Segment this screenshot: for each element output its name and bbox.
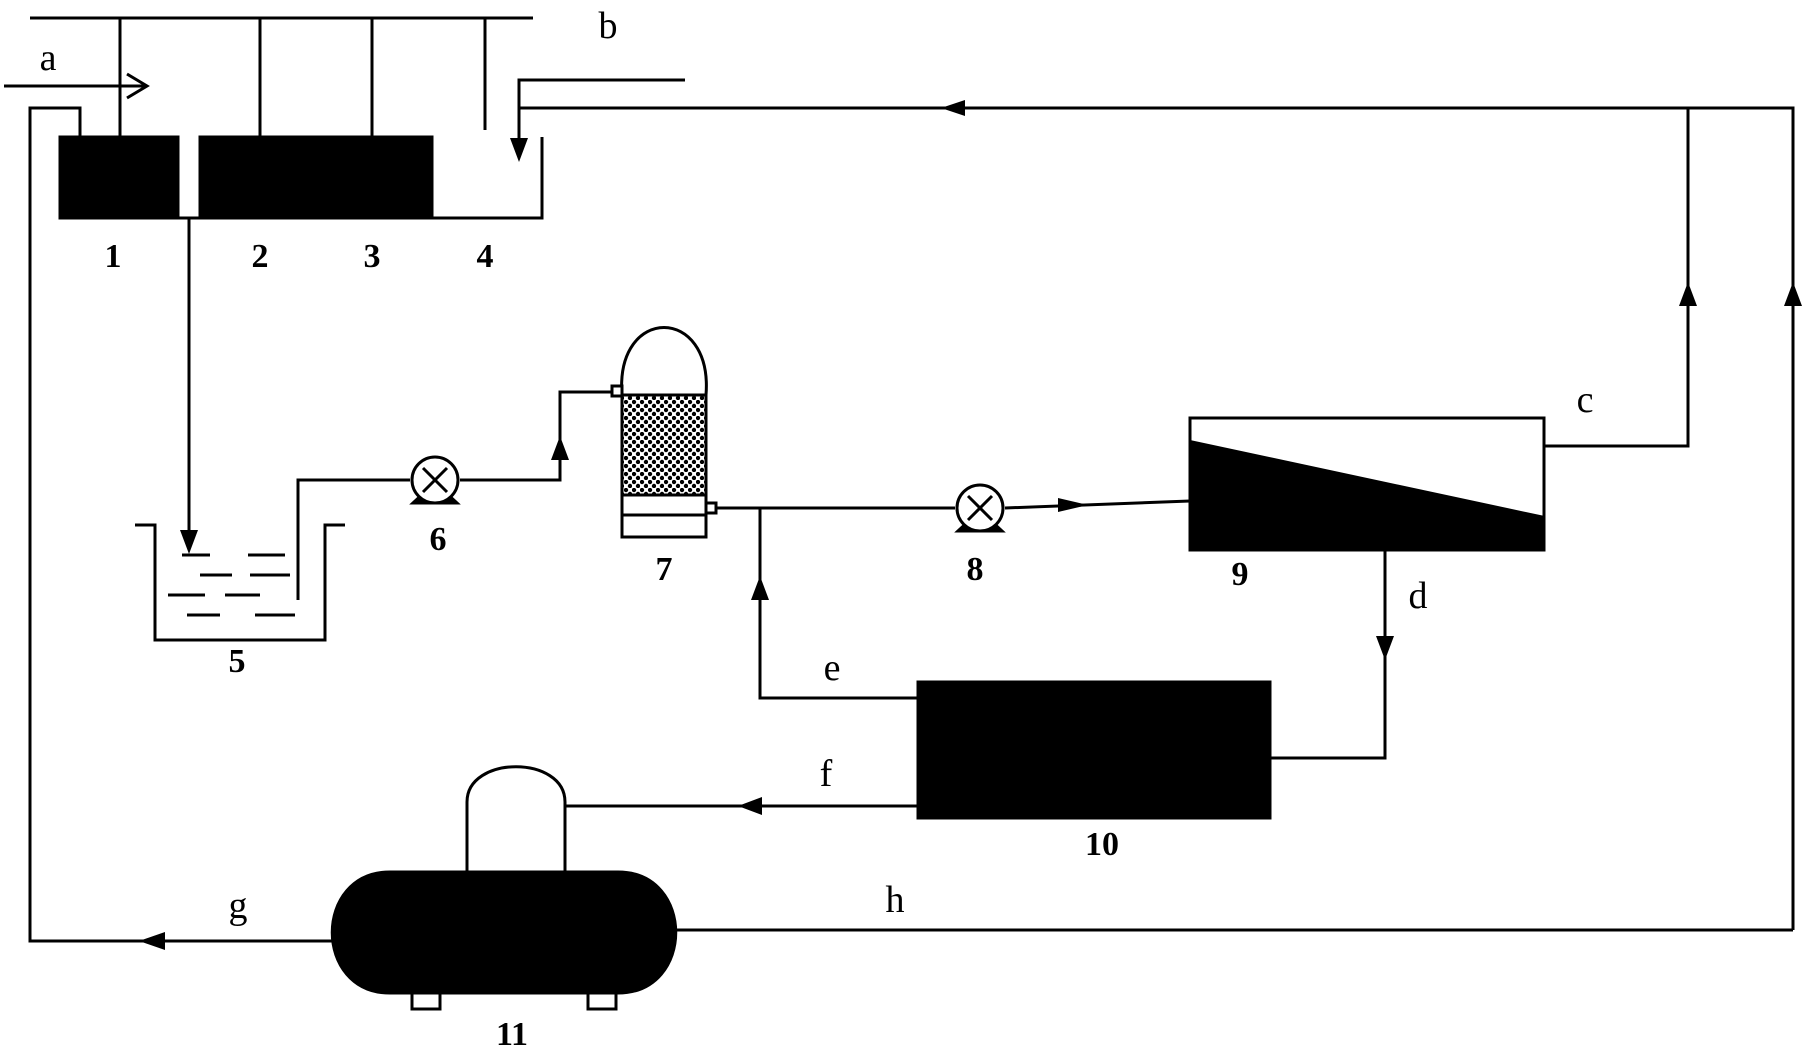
label-9: 9 [1232,556,1249,593]
component-labels: 1 2 3 4 5 6 7 8 9 10 11 [105,238,1249,1053]
pump-6[interactable] [409,454,461,506]
label-4: 4 [477,238,494,275]
label-11: 11 [496,1016,528,1053]
pump-icon [957,482,1003,534]
label-b: b [599,5,618,47]
tank-5 [135,523,345,642]
label-10: 10 [1085,826,1119,863]
label-a: a [40,37,57,79]
label-2: 2 [252,238,269,275]
unit-10 [916,680,1272,820]
stream-f [565,797,918,815]
label-6: 6 [430,521,447,558]
pump-8[interactable] [954,482,1006,534]
return-header [517,100,1802,930]
label-f: f [820,753,833,795]
unit-9 [1188,416,1546,552]
stream-c [1544,108,1697,448]
label-d: d [1409,575,1428,617]
line-1-to-5 [180,230,198,554]
stream-a-inlet [4,72,150,100]
stream-d [1270,550,1394,760]
stream-g [28,106,347,950]
stream-b-inlet [510,78,685,162]
label-7: 7 [656,551,673,588]
line-7-to-9 [716,498,1191,512]
label-5: 5 [229,643,246,680]
column-7 [610,326,718,539]
label-h: h [886,879,905,921]
column-7-dome [620,326,708,396]
column-7-packing [620,393,708,497]
label-1: 1 [105,238,122,275]
label-8: 8 [967,551,984,588]
line-5-to-7 [296,390,618,600]
compartment-1 [58,135,180,220]
label-g: g [229,885,248,927]
vessel-11 [330,765,678,1011]
stream-labels: a b c d e f g h [40,5,1594,927]
label-c: c [1577,379,1594,421]
top-tank-assembly [30,16,544,230]
label-3: 3 [364,238,381,275]
compartment-2-3 [198,135,434,220]
stream-e [751,508,918,700]
vessel-11-dome [465,765,567,875]
vessel-11-body [330,870,678,995]
tank-5-wall [135,523,345,642]
pump-icon [412,454,458,506]
label-e: e [824,647,841,689]
